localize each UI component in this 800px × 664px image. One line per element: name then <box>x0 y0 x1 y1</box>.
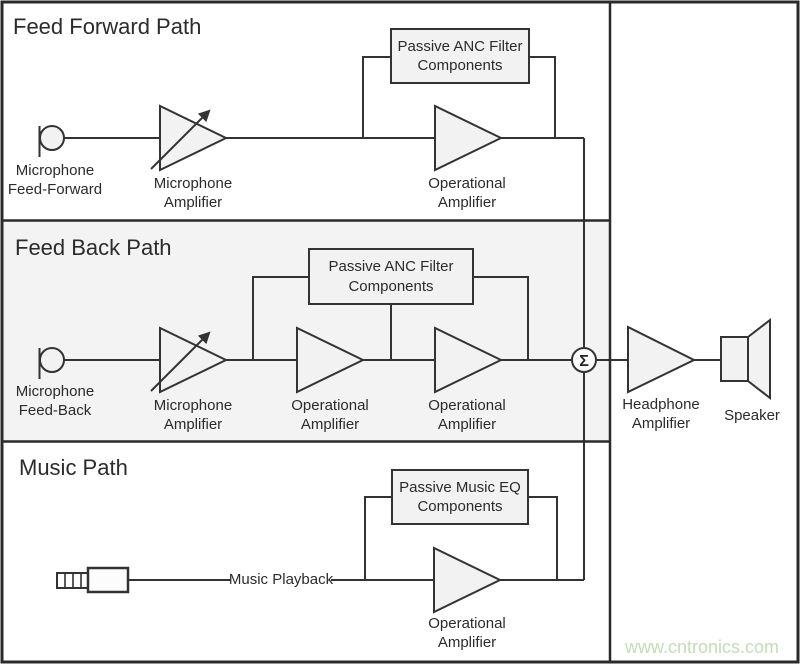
summing-node-symbol: Σ <box>579 353 589 370</box>
wire <box>529 496 558 580</box>
feed-back-panel-background <box>3 221 609 441</box>
fb-anc-filter-box-label: Passive ANC Filter Components <box>328 258 454 295</box>
music-path-title: Music Path <box>19 455 128 480</box>
ff-mic-amp-label: Microphone Amplifier <box>153 175 233 211</box>
ff-anc-filter-box-label: Passive ANC Filter Components <box>397 37 523 75</box>
wire <box>530 56 556 138</box>
feed-forward-path-title: Feed Forward Path <box>13 14 202 39</box>
headphone-amp-triangle <box>627 325 697 394</box>
speaker-horn-icon <box>747 317 771 401</box>
watermark: www.cntronics.com <box>624 637 780 657</box>
fb-mic-amp-label: Microphone Amplifier <box>153 397 233 433</box>
fb-op-amp1-triangle <box>296 326 366 394</box>
speaker-icon <box>720 336 749 382</box>
wire <box>364 496 391 580</box>
audio-jack-icon <box>64 573 82 588</box>
headphone-amp-label: Headphone Amplifier <box>622 396 700 432</box>
ff-gain-arrow <box>150 109 211 170</box>
wire <box>362 56 390 138</box>
music-eq-box: Passive Music EQ Components <box>391 469 529 525</box>
fb-op-amp2-label: Operational Amplifier <box>428 397 506 433</box>
speaker-label: Speaker <box>724 407 780 424</box>
ff-microphone-icon <box>39 125 65 151</box>
ff-op-amp-triangle <box>434 104 504 172</box>
fb-anc-filter-box: Passive ANC Filter Components <box>308 248 474 305</box>
fb-microphone-icon <box>39 347 65 373</box>
fb-mic-amp-triangle <box>159 326 229 394</box>
music-path-group <box>56 371 585 614</box>
feed-forward-path-group <box>38 56 585 349</box>
fb-op-amp1-label: Operational Amplifier <box>291 397 369 433</box>
music-op-amp-triangle <box>433 546 503 614</box>
music-playback-label: Music Playback <box>228 571 334 588</box>
ff-anc-filter-box: Passive ANC Filter Components <box>390 28 530 84</box>
wire <box>473 276 529 360</box>
ff-microphone-label: Microphone Feed-Forward <box>7 162 103 198</box>
summing-node <box>571 347 597 373</box>
music-op-amp-label: Operational Amplifier <box>428 615 506 651</box>
ff-mic-amp-triangle <box>159 104 229 172</box>
wire <box>252 276 308 360</box>
fb-microphone-label: Microphone Feed-Back <box>15 383 95 419</box>
output-chain-group: Σ <box>571 317 771 401</box>
feed-back-path-group <box>38 276 573 394</box>
fb-op-amp2-triangle <box>434 326 504 394</box>
music-eq-box-label: Passive Music EQ Components <box>399 478 521 516</box>
feed-back-path-title: Feed Back Path <box>15 235 172 260</box>
audio-jack-icon <box>86 566 130 594</box>
fb-gain-arrow <box>150 331 211 392</box>
ff-op-amp-label: Operational Amplifier <box>428 175 506 211</box>
